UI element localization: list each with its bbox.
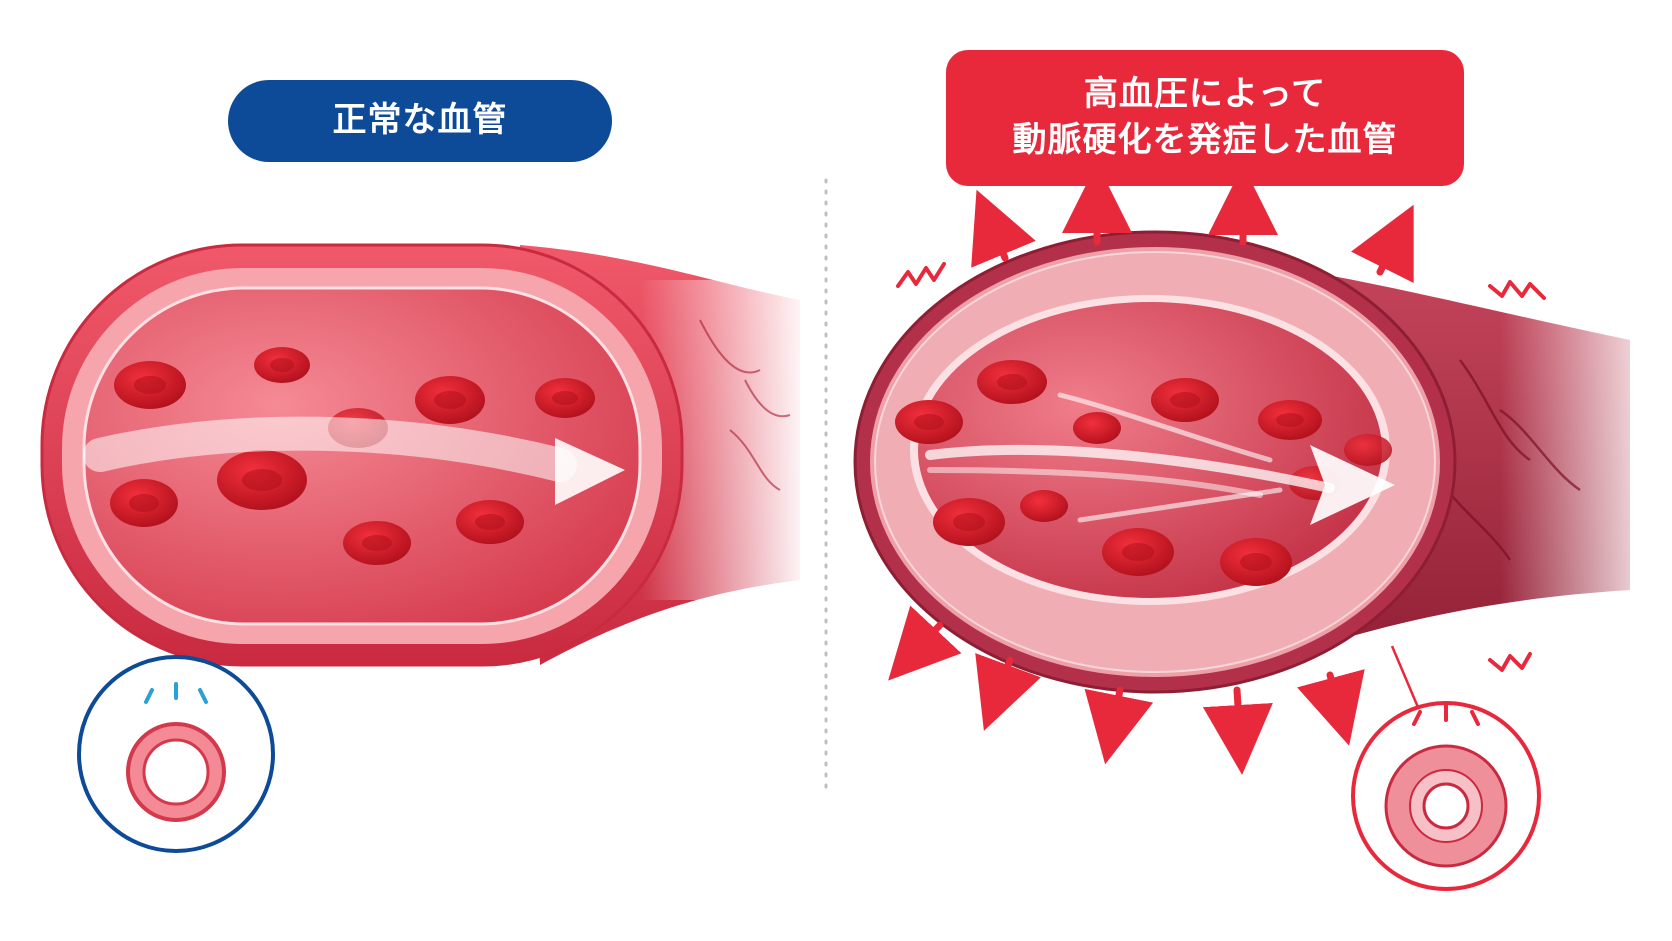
normal-vessel-label: 正常な血管 xyxy=(228,80,612,162)
hypertension-title-line2: 動脈硬化を発症した血管 xyxy=(1012,120,1398,160)
thick-ring-icon xyxy=(1351,701,1541,891)
zigzag-icon xyxy=(896,262,1546,672)
hypertension-vessel-label: 高血圧によって 動脈硬化を発症した血管 xyxy=(946,50,1464,186)
arrow-out-icon xyxy=(888,163,1414,775)
turbulent-flow-icon xyxy=(925,392,1395,525)
normal-vessel xyxy=(40,243,810,667)
arrow-right-icon xyxy=(83,416,625,505)
blood-cells-hypertension xyxy=(895,360,1392,586)
normal-ring-icon xyxy=(77,655,275,853)
hypertension-title-line1: 高血圧によって xyxy=(1083,74,1327,115)
normal-vessel-title: 正常な血管 xyxy=(332,100,508,141)
hypertension-vessel xyxy=(853,230,1672,694)
